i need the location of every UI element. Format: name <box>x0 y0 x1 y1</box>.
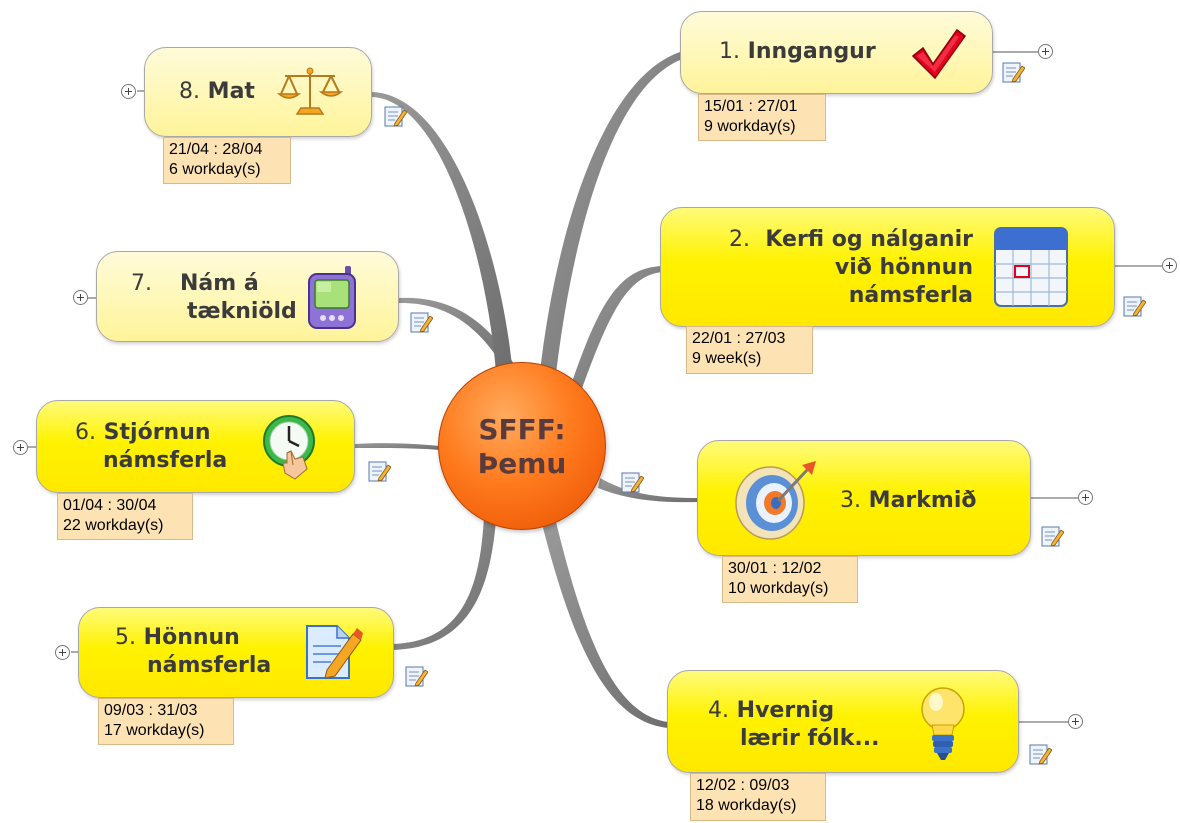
scales-icon <box>277 67 343 115</box>
topic-label-line-1: Nám á <box>180 271 259 296</box>
topic-label: Markmið <box>868 488 977 513</box>
task-dates: 01/04 : 30/04 <box>63 497 157 514</box>
topic-label-line-2: við hönnun <box>834 255 973 280</box>
note-icon[interactable] <box>1001 60 1025 84</box>
task-info-t3: 30/01 : 12/02 10 workday(s) <box>722 556 858 603</box>
branch-t6 <box>355 443 440 450</box>
topic-label-line-2: lærir fólk... <box>740 726 880 751</box>
expand-button-t2[interactable] <box>1162 258 1177 273</box>
branch-t1 <box>540 52 680 374</box>
branch-t4 <box>542 522 668 728</box>
central-line-1: SFFF: <box>478 413 566 446</box>
topic-honnun[interactable]: 5. Hönnun námsferla <box>78 607 394 698</box>
checkmark-icon <box>911 28 967 80</box>
task-dates: 30/01 : 12/02 <box>728 560 822 577</box>
task-duration: 9 week(s) <box>692 350 762 367</box>
task-duration: 9 workday(s) <box>704 118 796 135</box>
topic-title: 5. Hönnun námsferla <box>115 624 271 680</box>
expand-button-t5[interactable] <box>55 645 70 660</box>
topic-number: 2. <box>729 227 751 252</box>
task-info-t2: 22/01 : 27/03 9 week(s) <box>686 326 813 374</box>
topic-number: 1. <box>719 39 740 64</box>
topic-label-line-2: tækniöld <box>187 299 297 324</box>
topic-number: 6. <box>75 420 96 445</box>
expand-button-t4[interactable] <box>1068 714 1083 729</box>
note-icon[interactable] <box>383 104 407 128</box>
task-info-t1: 15/01 : 27/01 9 workday(s) <box>698 94 826 141</box>
task-dates: 15/01 : 27/01 <box>704 98 798 115</box>
topic-title: 3. Markmið <box>840 487 976 515</box>
task-duration: 22 workday(s) <box>63 517 164 534</box>
central-topic[interactable]: SFFF: Þemu <box>438 362 606 530</box>
document-edit-icon <box>306 625 363 679</box>
task-info-t6: 01/04 : 30/04 22 workday(s) <box>57 493 193 540</box>
topic-label-line-1: Stjórnun <box>103 420 211 445</box>
note-icon[interactable] <box>620 470 644 494</box>
note-icon[interactable] <box>404 664 428 688</box>
topic-label: Inngangur <box>747 39 876 64</box>
topic-label-line-2: námsferla <box>103 448 228 473</box>
note-icon[interactable] <box>1122 294 1146 318</box>
note-icon[interactable] <box>367 459 391 483</box>
task-dates: 12/02 : 09/03 <box>696 777 790 794</box>
topic-stjornun[interactable]: 6. Stjórnun námsferla <box>36 400 355 493</box>
note-icon[interactable] <box>409 310 433 334</box>
task-info-t8: 21/04 : 28/04 6 workday(s) <box>163 137 291 184</box>
task-info-t4: 12/02 : 09/03 18 workday(s) <box>690 773 826 821</box>
topic-title: 6. Stjórnun námsferla <box>75 419 227 475</box>
topic-label-line-1: Kerfi og nálganir <box>765 227 973 252</box>
branch-t5 <box>392 516 496 650</box>
note-icon[interactable] <box>1028 742 1052 766</box>
topic-label-line-1: Hvernig <box>736 698 835 723</box>
task-duration: 10 workday(s) <box>728 580 829 597</box>
topic-label-line-2: námsferla <box>147 653 272 678</box>
topic-title: 8. Mat <box>179 78 255 106</box>
topic-label: Mat <box>207 79 255 104</box>
calendar-icon <box>994 227 1068 307</box>
task-duration: 6 workday(s) <box>169 161 261 178</box>
topic-hvernig[interactable]: 4. Hvernig lærir fólk... <box>667 670 1019 773</box>
branch-t8 <box>372 92 512 372</box>
expand-button-t8[interactable] <box>121 84 136 99</box>
branch-t2 <box>570 266 662 394</box>
target-icon <box>735 461 816 540</box>
branch-t3 <box>598 478 700 503</box>
central-topic-label: SFFF: Þemu <box>439 413 605 481</box>
topic-number: 5. <box>115 625 136 650</box>
topic-title: 1. Inngangur <box>719 38 876 66</box>
expand-button-t1[interactable] <box>1038 44 1053 59</box>
task-dates: 09/03 : 31/03 <box>104 702 198 719</box>
topic-number: 3. <box>840 488 861 513</box>
task-dates: 21/04 : 28/04 <box>169 141 263 158</box>
topic-label-line-3: námsferla <box>848 283 973 308</box>
central-line-2: Þemu <box>477 447 567 480</box>
topic-mat[interactable]: 8. Mat <box>144 47 372 137</box>
topic-title: 7. Nám á tækniöld <box>131 270 297 326</box>
expand-button-t3[interactable] <box>1078 490 1093 505</box>
topic-label-line-1: Hönnun <box>143 625 240 650</box>
topic-number: 8. <box>179 79 200 104</box>
topic-number: 4. <box>708 698 729 723</box>
topic-nam-a-taekniold[interactable]: 7. Nám á tækniöld <box>96 251 399 342</box>
topic-number: 7. <box>131 271 152 296</box>
task-dates: 22/01 : 27/03 <box>692 330 786 347</box>
expand-button-t7[interactable] <box>73 290 88 305</box>
task-duration: 17 workday(s) <box>104 722 205 739</box>
task-info-t5: 09/03 : 31/03 17 workday(s) <box>98 698 234 745</box>
task-duration: 18 workday(s) <box>696 797 797 814</box>
clock-hand-icon <box>263 415 315 480</box>
topic-markmid[interactable]: 3. Markmið <box>697 440 1031 556</box>
lightbulb-icon <box>921 687 965 760</box>
topic-title: 4. Hvernig lærir fólk... <box>708 697 879 753</box>
topic-kerfi[interactable]: 2. Kerfi og nálganir við hönnun námsferl… <box>660 207 1115 327</box>
note-icon[interactable] <box>1040 524 1064 548</box>
handheld-device-icon <box>308 266 356 329</box>
topic-title: 2. Kerfi og nálganir við hönnun námsferl… <box>701 226 973 310</box>
expand-button-t6[interactable] <box>13 440 28 455</box>
topic-inngangur[interactable]: 1. Inngangur <box>680 11 993 94</box>
